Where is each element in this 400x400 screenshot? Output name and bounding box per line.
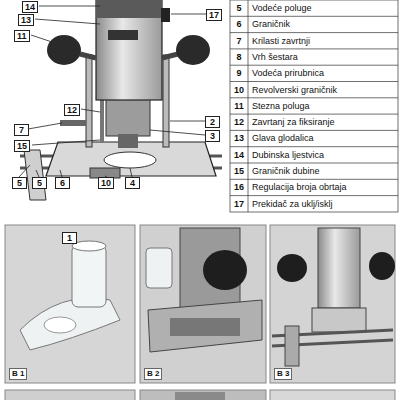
callout-number: 17 bbox=[206, 9, 222, 21]
part-name: Vodeće poluge bbox=[252, 3, 312, 14]
callout-number: 6 bbox=[55, 177, 70, 189]
part-name: Graničnik dubine bbox=[252, 166, 320, 177]
part-name: Zavrtanj za fiksiranje bbox=[252, 117, 335, 128]
figure-label: B 1 bbox=[9, 368, 27, 380]
part-number: 13 bbox=[231, 133, 247, 144]
part-name: Regulacija broja obrtaja bbox=[252, 182, 347, 193]
callout-number: 5 bbox=[12, 177, 27, 189]
part-number: 6 bbox=[231, 19, 247, 30]
part-number: 16 bbox=[231, 182, 247, 193]
callout-number: 7 bbox=[14, 124, 29, 136]
part-number: 10 bbox=[231, 85, 247, 96]
part-number: 17 bbox=[231, 199, 247, 210]
callout-number: 3 bbox=[205, 130, 220, 142]
part-number: 5 bbox=[231, 3, 247, 14]
router-drawing bbox=[20, 0, 222, 200]
callout-number: 2 bbox=[205, 116, 220, 128]
part-name: Krilasti zavrtnji bbox=[252, 36, 310, 47]
figure-label: B 3 bbox=[274, 368, 292, 380]
part-name: Stezna poluga bbox=[252, 101, 310, 112]
part-name: Prekidač za uklj/isklj bbox=[252, 199, 333, 210]
callout-number: 15 bbox=[14, 140, 30, 152]
part-name: Graničnik bbox=[252, 19, 290, 30]
callout-number: 4 bbox=[125, 177, 140, 189]
part-name: Vrh šestara bbox=[252, 52, 298, 63]
callout-number: 14 bbox=[22, 1, 38, 13]
leader-lines bbox=[19, 6, 206, 177]
callout-number: 13 bbox=[18, 14, 34, 26]
part-number: 14 bbox=[231, 150, 247, 161]
part-number: 11 bbox=[231, 101, 247, 112]
callout-number: 5 bbox=[32, 177, 47, 189]
part-name: Vodeća prirubnica bbox=[252, 68, 324, 79]
part-number: 9 bbox=[231, 68, 247, 79]
part-number: 12 bbox=[231, 117, 247, 128]
part-number: 7 bbox=[231, 36, 247, 47]
photo-panels bbox=[5, 225, 395, 400]
part-name: Revolverski graničnik bbox=[252, 85, 337, 96]
callout-number: 12 bbox=[64, 104, 80, 116]
figure-label: B 2 bbox=[144, 368, 162, 380]
part-number: 15 bbox=[231, 166, 247, 177]
callout-number: 10 bbox=[98, 177, 114, 189]
part-number: 8 bbox=[231, 52, 247, 63]
callout-number: 11 bbox=[14, 30, 30, 42]
part-name: Glava glodalica bbox=[252, 133, 314, 144]
callout-number: 1 bbox=[62, 232, 77, 244]
part-name: Dubinska ljestvica bbox=[252, 150, 324, 161]
parts-table-grid bbox=[230, 0, 398, 212]
